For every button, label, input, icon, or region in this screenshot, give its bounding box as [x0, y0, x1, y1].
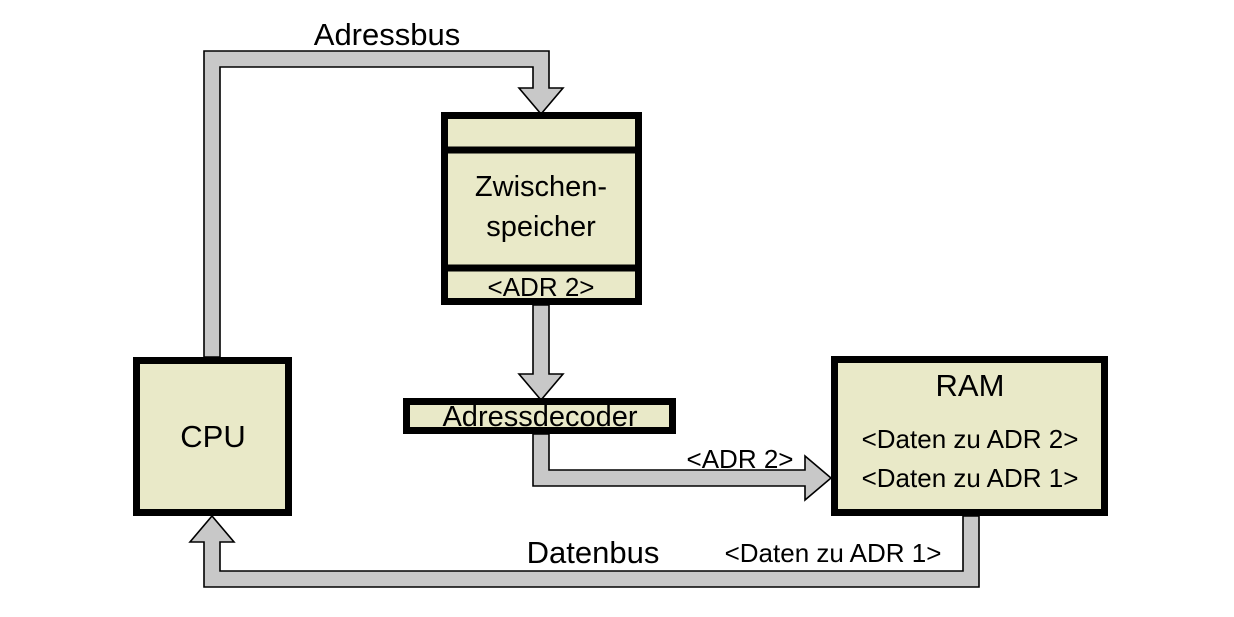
- node-zwischenspeicher-label-line2: speicher: [486, 211, 596, 243]
- node-ram-title: RAM: [936, 368, 1005, 403]
- node-adressdecoder[interactable]: [403, 398, 676, 434]
- data-bus-path: [188, 514, 980, 588]
- buffer-to-decoder-arrow: [517, 304, 565, 402]
- decoder-to-ram-arrow: [532, 433, 833, 502]
- data-bus-payload-label: <Daten zu ADR 1>: [725, 538, 942, 568]
- data-bus-label: Datenbus: [527, 535, 660, 570]
- node-cpu[interactable]: [133, 357, 292, 516]
- address-bus-path: [203, 50, 565, 358]
- node-ram-row-1: <Daten zu ADR 2>: [862, 424, 1079, 454]
- node-zwischenspeicher-adr-value: <ADR 2>: [488, 272, 595, 302]
- node-ram-row-2: <Daten zu ADR 1>: [862, 463, 1079, 493]
- node-adressdecoder-label: Adressdecoder: [442, 401, 637, 433]
- address-bus-label: Adressbus: [314, 17, 460, 52]
- decoder-to-ram-label: <ADR 2>: [687, 444, 794, 474]
- node-ram[interactable]: [831, 356, 1108, 516]
- node-cpu-label: CPU: [180, 419, 245, 454]
- node-zwischenspeicher-label-line1: Zwischen-: [475, 171, 607, 203]
